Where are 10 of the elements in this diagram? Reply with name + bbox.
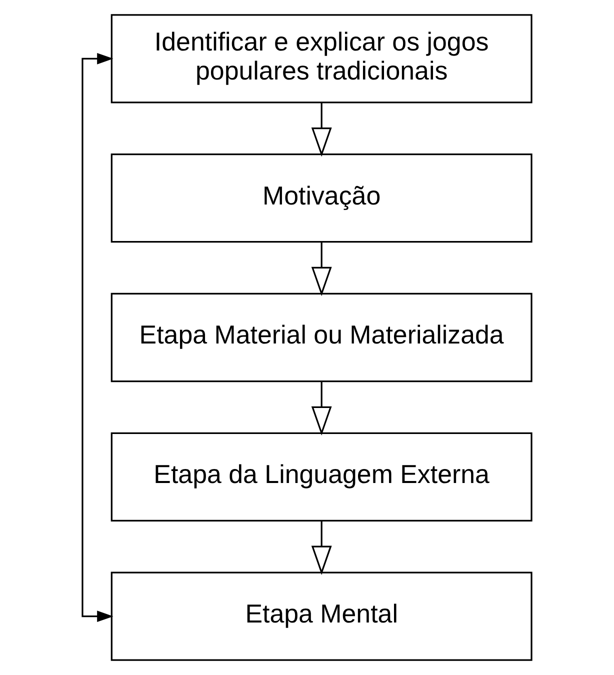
arrow bbox=[82, 53, 114, 622]
node-box: Motivação bbox=[110, 154, 532, 243]
node-box: Identificar e explicar os jogos populares tradicionais bbox=[110, 14, 532, 104]
node-box: Etapa Mental bbox=[110, 572, 532, 661]
arrow bbox=[311, 242, 332, 296]
arrow bbox=[311, 521, 332, 575]
node-box: Etapa Material ou Materializada bbox=[110, 292, 532, 382]
arrow bbox=[311, 382, 332, 436]
arrow bbox=[311, 102, 332, 157]
node-box: Etapa da Linguagem Externa bbox=[110, 432, 532, 522]
